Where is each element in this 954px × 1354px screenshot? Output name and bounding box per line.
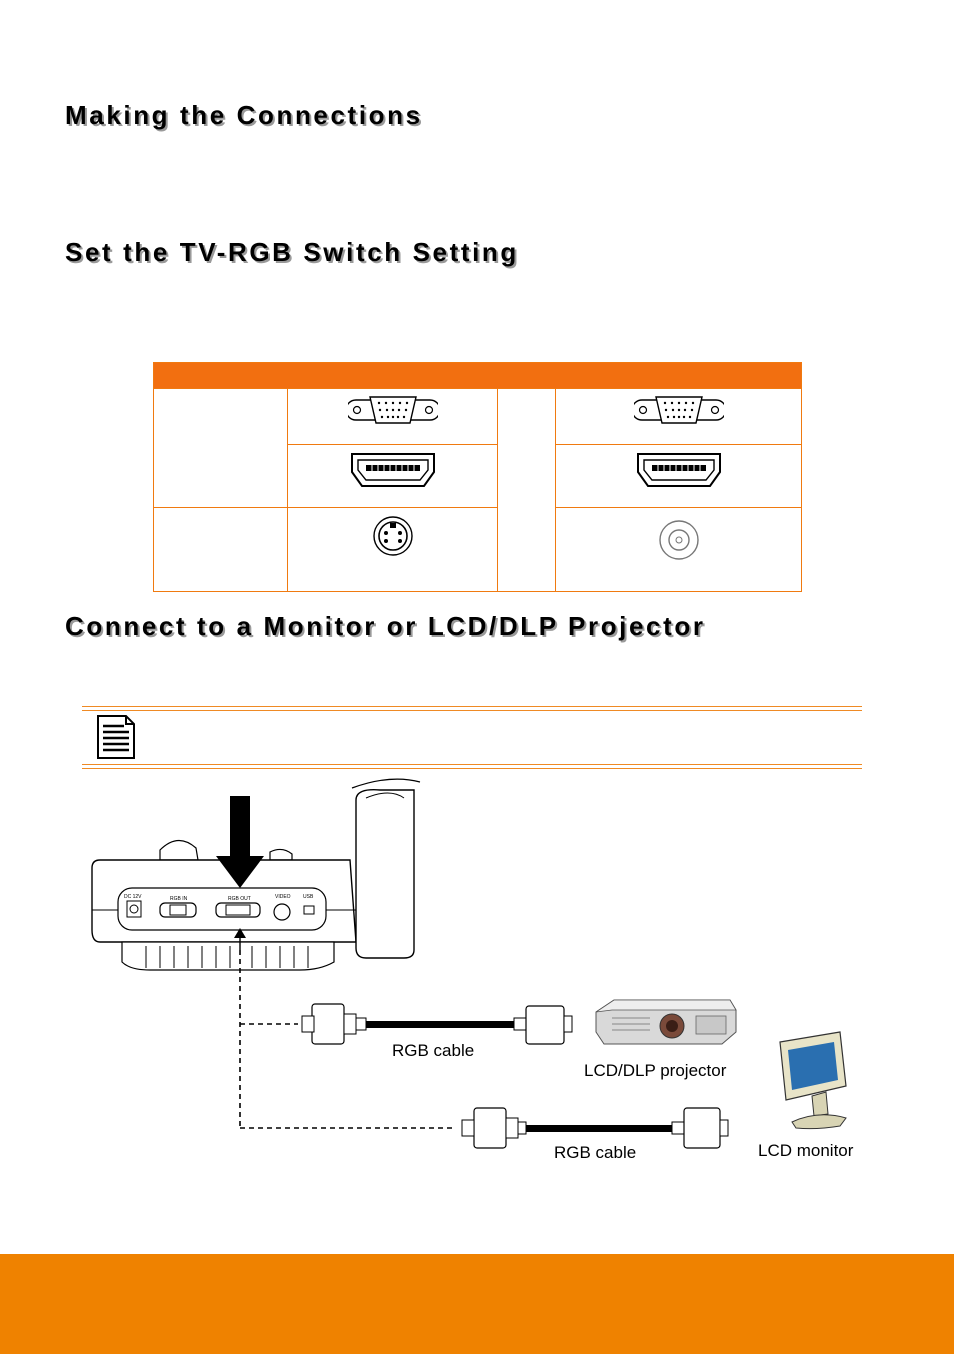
hdmi-port-icon: [350, 453, 435, 487]
port-label-rgb-out: RGB OUT: [228, 896, 251, 902]
section-heading-tv-rgb-switch: Set the TV-RGB Switch Setting: [65, 237, 519, 267]
note-bottom-rule-2: [82, 768, 862, 769]
lcd-monitor-icon: [779, 1031, 847, 1130]
composite-video-port-icon: [658, 520, 699, 560]
up-arrow-icon: [234, 928, 246, 950]
footer-band: [0, 1254, 954, 1354]
port-label-usb: USB: [303, 894, 314, 900]
hdmi-port-icon: [636, 453, 721, 487]
port-labels: DC 12V RGB IN RGB OUT VIDEO USB: [124, 894, 314, 902]
dashed-connection-lines: [239, 950, 452, 1129]
vga-port-icon: [633, 396, 724, 424]
port-label-dc: DC 12V: [124, 894, 142, 900]
section-heading-making-connections: Making the Connections: [65, 100, 423, 130]
section-heading-connect-monitor: Connect to a Monitor or LCD/DLP Projecto…: [65, 611, 706, 641]
rgb-cable-top: [301, 1003, 573, 1045]
table-cell-s-video: [287, 507, 498, 592]
connection-diagram: DC 12V RGB IN RGB OUT VIDEO USB: [0, 770, 954, 1190]
note-top-rule: [82, 706, 862, 707]
table-cell-divider: [497, 388, 556, 592]
note-box: [82, 706, 862, 769]
rgb-cable-label-bottom: RGB cable: [554, 1143, 636, 1162]
note-bottom-rule: [82, 764, 862, 765]
table-cell-hdmi-left: [287, 444, 498, 508]
note-icon: [97, 715, 135, 759]
s-video-port-icon: [372, 516, 413, 556]
rgb-cable-bottom: [461, 1107, 729, 1149]
projector-icon: [595, 999, 737, 1045]
table-cell-label-video: [153, 507, 288, 592]
note-top-rule-2: [82, 710, 862, 711]
table-cell-label-rgb: [153, 388, 288, 508]
down-arrow-icon: [216, 796, 264, 888]
switch-setting-table: [153, 362, 802, 592]
port-label-video: VIDEO: [275, 894, 291, 900]
table-cell-composite: [555, 507, 802, 592]
connection-diagram-svg: DC 12V RGB IN RGB OUT VIDEO USB: [91, 778, 854, 1162]
table-header-row: [153, 362, 802, 389]
document-camera: DC 12V RGB IN RGB OUT VIDEO USB: [91, 778, 421, 971]
table-cell-vga-left: [287, 388, 498, 445]
monitor-label: LCD monitor: [758, 1141, 854, 1160]
table-cell-vga-right: [555, 388, 802, 445]
table-cell-hdmi-right: [555, 444, 802, 508]
vga-port-icon: [347, 396, 438, 424]
port-label-rgb-in: RGB IN: [170, 896, 188, 902]
projector-label: LCD/DLP projector: [584, 1061, 727, 1080]
rgb-cable-label-top: RGB cable: [392, 1041, 474, 1060]
